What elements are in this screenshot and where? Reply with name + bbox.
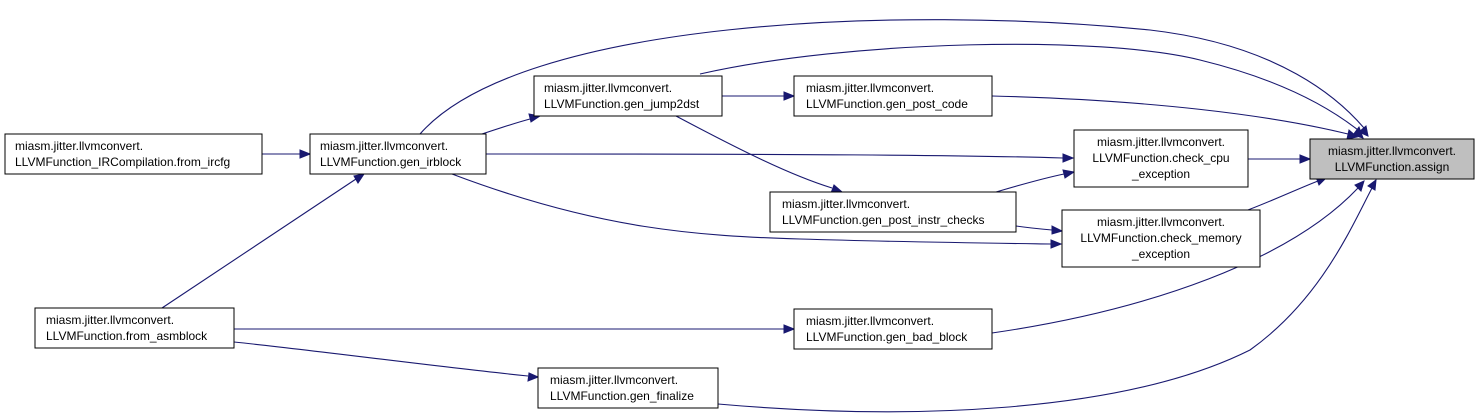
edge-from-ircfg-to-gen-irblock (262, 149, 312, 159)
edge-gen-post-code-to-assign (991, 95, 1359, 140)
edge-from-asmblock-to-gen-irblock (161, 173, 366, 309)
node-from-ircfg[interactable]: miasm.jitter.llvmconvert. LLVMFunction_I… (4, 133, 263, 175)
node-check-cpu-exception-line2: LLVMFunction.check_cpu (1092, 151, 1229, 165)
node-gen-bad-block-line1: miasm.jitter.llvmconvert. (806, 314, 934, 328)
edge-gen-post-instr-checks-to-check-cpu-exception (995, 169, 1076, 193)
node-check-cpu-exception-line1: miasm.jitter.llvmconvert. (1097, 135, 1225, 149)
node-gen-finalize-line1: miasm.jitter.llvmconvert. (550, 373, 678, 387)
nodes: miasm.jitter.llvmconvert. LLVMFunction.a… (4, 75, 1475, 409)
node-check-memory-exception[interactable]: miasm.jitter.llvmconvert. LLVMFunction.c… (1061, 209, 1261, 268)
node-assign[interactable]: miasm.jitter.llvmconvert. LLVMFunction.a… (1309, 138, 1475, 180)
edge-gen-irblock-to-check-memory-exception (451, 173, 1063, 249)
edge-check-cpu-exception-to-assign (1248, 154, 1312, 164)
node-gen-jump2dst[interactable]: miasm.jitter.llvmconvert. LLVMFunction.g… (533, 75, 723, 117)
edge-gen-finalize-to-assign (717, 178, 1377, 413)
node-gen-bad-block-line2: LLVMFunction.gen_bad_block (806, 330, 968, 344)
edge-gen-irblock-to-gen-jump2dst (481, 113, 542, 135)
edge-from-asmblock-to-gen-finalize (233, 341, 540, 382)
node-assign-line1: miasm.jitter.llvmconvert. (1328, 144, 1456, 158)
node-gen-post-code[interactable]: miasm.jitter.llvmconvert. LLVMFunction.g… (793, 75, 993, 117)
node-from-ircfg-line1: miasm.jitter.llvmconvert. (15, 139, 143, 153)
node-check-memory-exception-line1: miasm.jitter.llvmconvert. (1097, 215, 1225, 229)
node-gen-finalize[interactable]: miasm.jitter.llvmconvert. LLVMFunction.g… (537, 367, 719, 409)
node-from-asmblock-line2: LLVMFunction.from_asmblock (46, 329, 208, 343)
node-gen-post-code-line1: miasm.jitter.llvmconvert. (806, 81, 934, 95)
node-gen-post-instr-checks[interactable]: miasm.jitter.llvmconvert. LLVMFunction.g… (769, 191, 1017, 233)
node-gen-post-code-line2: LLVMFunction.gen_post_code (806, 97, 968, 111)
node-check-memory-exception-line2: LLVMFunction.check_memory (1080, 231, 1241, 245)
node-gen-jump2dst-line2: LLVMFunction.gen_jump2dst (544, 97, 700, 111)
node-assign-line2: LLVMFunction.assign (1335, 160, 1450, 174)
node-gen-post-instr-checks-line1: miasm.jitter.llvmconvert. (782, 197, 910, 211)
node-from-asmblock[interactable]: miasm.jitter.llvmconvert. LLVMFunction.f… (34, 307, 235, 349)
edge-gen-irblock-to-assign (419, 19, 1369, 137)
edge-gen-irblock-to-check-cpu-exception (485, 153, 1075, 163)
node-gen-irblock-line2: LLVMFunction.gen_irblock (320, 155, 462, 169)
edge-from-asmblock-to-gen-bad-block (234, 324, 796, 334)
node-check-memory-exception-line3: _exception (1131, 247, 1190, 261)
node-gen-irblock-line1: miasm.jitter.llvmconvert. (320, 139, 448, 153)
node-gen-post-instr-checks-line2: LLVMFunction.gen_post_instr_checks (782, 213, 985, 227)
node-gen-jump2dst-line1: miasm.jitter.llvmconvert. (544, 81, 672, 95)
edge-gen-post-instr-checks-to-check-memory-exception (1015, 225, 1064, 235)
node-from-ircfg-line2: LLVMFunction_IRCompilation.from_ircfg (15, 155, 230, 169)
node-from-asmblock-line1: miasm.jitter.llvmconvert. (46, 313, 174, 327)
edge-gen-jump2dst-to-gen-post-code (722, 91, 796, 101)
node-gen-irblock[interactable]: miasm.jitter.llvmconvert. LLVMFunction.g… (309, 133, 487, 175)
edge-check-memory-exception-to-assign (1239, 176, 1329, 214)
node-gen-bad-block[interactable]: miasm.jitter.llvmconvert. LLVMFunction.g… (793, 308, 993, 350)
node-gen-finalize-line2: LLVMFunction.gen_finalize (550, 389, 694, 403)
node-check-cpu-exception-line3: _exception (1131, 167, 1190, 181)
node-check-cpu-exception[interactable]: miasm.jitter.llvmconvert. LLVMFunction.c… (1073, 129, 1249, 188)
edge-gen-bad-block-to-assign (991, 180, 1365, 334)
